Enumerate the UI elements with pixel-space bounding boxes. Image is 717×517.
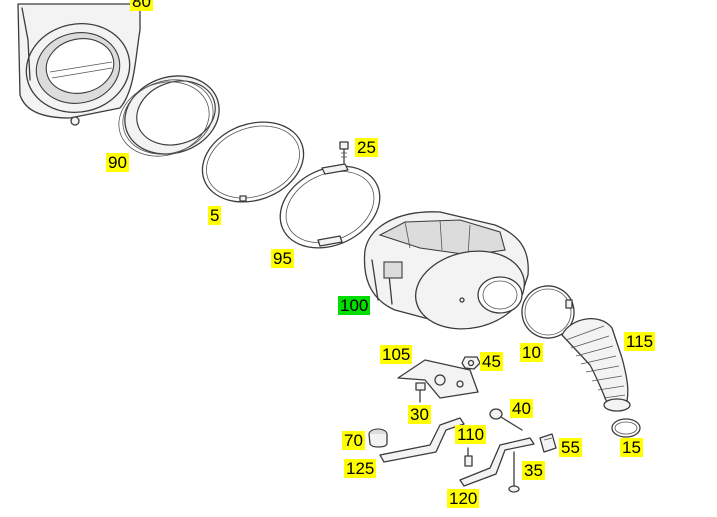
part-120-stud[interactable] <box>464 447 473 467</box>
callout-55[interactable]: 55 <box>559 438 582 457</box>
callout-110[interactable]: 110 <box>455 425 487 444</box>
part-30-bolt[interactable] <box>415 382 426 403</box>
part-70-cap[interactable] <box>368 428 388 448</box>
part-45-nut[interactable] <box>461 356 481 370</box>
part-115-hose[interactable] <box>561 318 631 412</box>
part-80-housing[interactable] <box>17 3 141 126</box>
part-90-seal[interactable] <box>109 64 229 167</box>
callout-95[interactable]: 95 <box>271 249 294 268</box>
part-35-bolt[interactable] <box>508 451 520 493</box>
callout-70[interactable]: 70 <box>342 431 365 450</box>
part-40-bolt[interactable] <box>489 408 523 431</box>
callout-100[interactable]: 100 <box>338 296 371 315</box>
callout-30[interactable]: 30 <box>408 405 431 424</box>
part-5-gasket[interactable] <box>191 109 315 216</box>
callout-90[interactable]: 90 <box>106 153 129 172</box>
callout-10[interactable]: 10 <box>520 343 543 362</box>
callout-40[interactable]: 40 <box>510 399 533 418</box>
callout-80[interactable]: 80 <box>130 0 153 11</box>
part-25-screw[interactable] <box>339 141 349 164</box>
callout-35[interactable]: 35 <box>522 461 545 480</box>
callout-125[interactable]: 125 <box>344 459 377 478</box>
callout-25[interactable]: 25 <box>355 138 378 157</box>
callout-115[interactable]: 115 <box>624 332 656 351</box>
part-125-bracket-arm[interactable] <box>379 417 465 463</box>
callout-45[interactable]: 45 <box>480 352 503 371</box>
part-95-gasket[interactable] <box>267 151 393 264</box>
part-15-clamp[interactable] <box>611 418 641 438</box>
part-100-blower-housing[interactable] <box>363 211 531 339</box>
part-105-bracket[interactable] <box>397 359 479 399</box>
callout-105[interactable]: 105 <box>380 345 413 364</box>
callout-5[interactable]: 5 <box>208 206 222 225</box>
part-55-clip[interactable] <box>539 433 557 453</box>
callout-120[interactable]: 120 <box>447 489 480 508</box>
callout-15[interactable]: 15 <box>620 438 643 457</box>
part-10-clamp[interactable] <box>518 282 578 342</box>
part-110-bracket-arm[interactable] <box>459 437 535 487</box>
